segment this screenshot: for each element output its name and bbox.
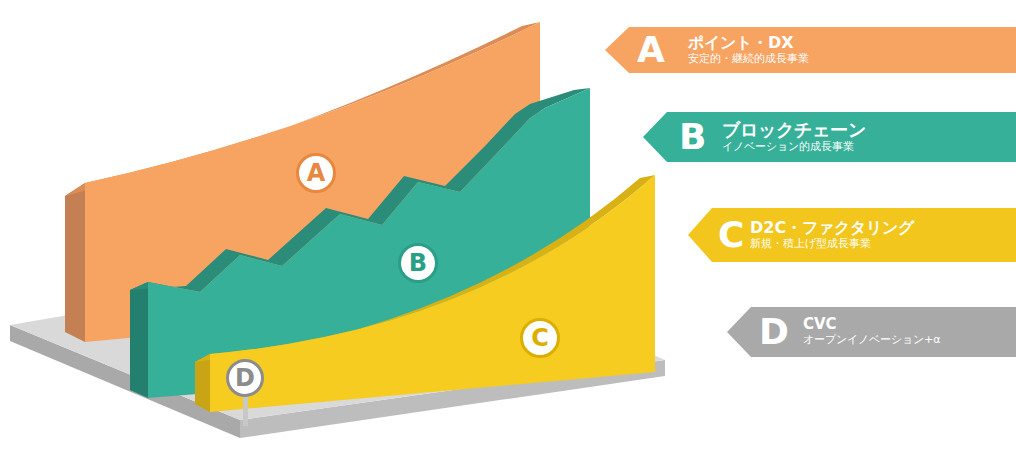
letter-badge: D: [226, 359, 264, 397]
badge-letter: B: [409, 251, 427, 275]
tag-letter: C: [718, 208, 744, 262]
tag-subtitle: 新規・積上げ型成長事業: [750, 237, 914, 251]
badge-letter: A: [307, 161, 326, 185]
letter-badge: C: [520, 318, 560, 358]
tag-letter: A: [637, 27, 665, 73]
arrow-tag: D CVCオープンイノベーション+α: [727, 307, 1016, 357]
tag-subtitle: オープンイノベーション+α: [803, 333, 940, 347]
wall-b-side: [130, 282, 148, 398]
tag-subtitle: 安定的・継続的成長事業: [688, 52, 809, 66]
arrow-tag-fill: [643, 112, 1016, 162]
letter-badge: A: [296, 153, 336, 193]
tag-title: ブロックチェーン: [722, 120, 866, 141]
letter-badge: B: [398, 243, 438, 283]
arrow-tag: A ポイント・DX安定的・継続的成長事業: [605, 27, 1016, 73]
tag-subtitle: イノベーション的成長事業: [722, 140, 866, 154]
arrow-tag: B ブロックチェーンイノベーション的成長事業: [643, 112, 1016, 162]
wall-c-front: [210, 175, 655, 412]
arrow-tag-fill: [605, 27, 1016, 73]
tag-text-column: CVCオープンイノベーション+α: [803, 307, 940, 357]
pin-stem: [243, 396, 248, 426]
badge-letter: D: [235, 366, 255, 390]
tag-text-column: D2C・ファクタリング新規・積上げ型成長事業: [750, 208, 914, 262]
arrow-tag-fill: [688, 208, 1016, 262]
tag-title: ポイント・DX: [688, 34, 809, 52]
badge-letter: C: [531, 326, 549, 350]
arrow-tag-shape: [605, 27, 1016, 73]
tag-text-column: ブロックチェーンイノベーション的成長事業: [722, 112, 866, 162]
tag-title: D2C・ファクタリング: [750, 219, 914, 237]
arrow-tag: CD2C・ファクタリング新規・積上げ型成長事業: [688, 208, 1016, 262]
tag-letter: B: [679, 112, 706, 162]
tag-letter: D: [759, 307, 789, 357]
wall-a-side: [65, 183, 85, 342]
wall-c-side: [195, 354, 210, 412]
tag-title: CVC: [803, 316, 940, 333]
tag-text-column: ポイント・DX安定的・継続的成長事業: [688, 27, 809, 73]
arrow-tag-fill: [727, 307, 1016, 357]
